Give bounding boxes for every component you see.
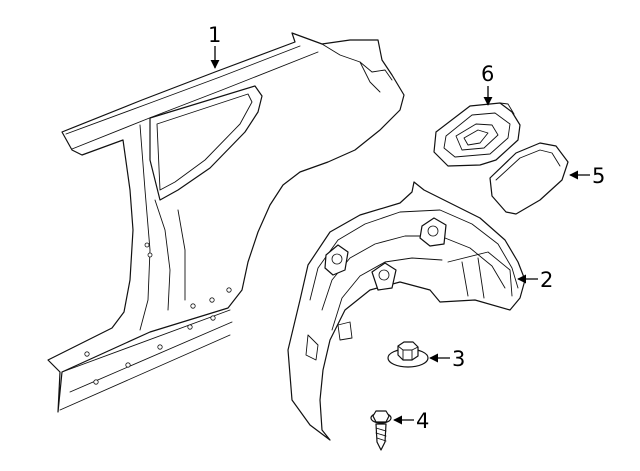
callout-6: 6 (481, 62, 494, 106)
callout-5: 5 (569, 164, 605, 188)
screw (370, 410, 392, 451)
callout-label-3: 3 (452, 347, 465, 371)
fuel-pocket (433, 102, 521, 167)
callout-1: 1 (208, 23, 221, 69)
callout-label-6: 6 (481, 62, 494, 86)
callout-label-2: 2 (540, 268, 553, 292)
nut (387, 341, 429, 368)
callout-label-4: 4 (416, 409, 429, 433)
quarter-panel (47, 32, 405, 413)
callout-4: 4 (393, 409, 429, 433)
callout-label-1: 1 (208, 23, 221, 47)
callout-label-5: 5 (592, 164, 605, 188)
callout-3: 3 (429, 347, 465, 371)
callout-2: 2 (517, 268, 553, 292)
fuel-door (489, 142, 569, 215)
wheelhouse-liner (287, 181, 526, 441)
